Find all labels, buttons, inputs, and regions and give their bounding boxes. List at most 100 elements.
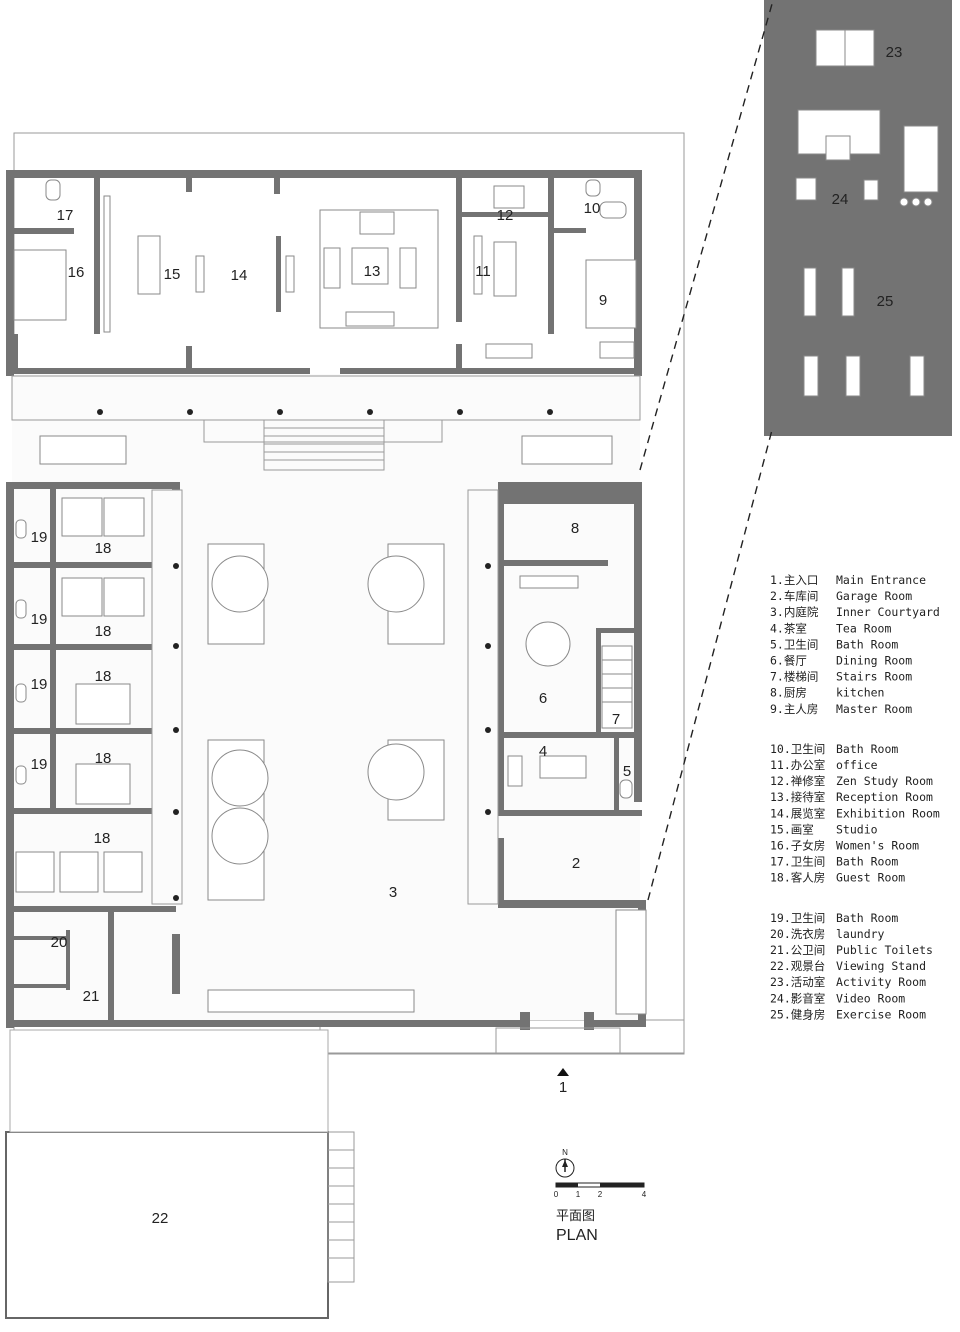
legend-item-14-en: Exhibition Room — [836, 806, 940, 820]
room-number-13: 13 — [364, 263, 381, 280]
legend-item-10-en: Bath Room — [836, 742, 898, 756]
room-number-2: 2 — [572, 855, 580, 872]
legend-item-19-en: Bath Room — [836, 911, 898, 925]
legend-item-1-cn: 1.主入口 — [770, 573, 818, 587]
room-number-11: 11 — [475, 263, 491, 280]
legend-item-14-cn: 14.展览室 — [770, 806, 825, 820]
legend-item-24-cn: 24.影音室 — [770, 991, 825, 1005]
room-number-10: 10 — [584, 200, 601, 217]
room-number-20: 20 — [51, 934, 68, 951]
legend-item-12-en: Zen Study Room — [836, 774, 933, 788]
legend-item-2-en: Garage Room — [836, 589, 912, 603]
legend-item-15-cn: 15.画室 — [770, 822, 814, 836]
legend-item-13-cn: 13.接待室 — [770, 790, 825, 804]
room-number-18a: 18 — [95, 540, 112, 557]
room-number-6: 6 — [539, 690, 547, 707]
legend-item-3-en: Inner Courtyard — [836, 605, 940, 619]
room-number-4: 4 — [539, 743, 547, 760]
room-number-15: 15 — [164, 266, 181, 283]
legend-item-24-en: Video Room — [836, 991, 905, 1005]
north-arrow-icon — [555, 1158, 575, 1178]
scale-bar — [555, 1182, 645, 1188]
room-number-19c: 19 — [31, 676, 48, 693]
room-number-19b: 19 — [31, 611, 48, 628]
plan-title-en: PLAN — [556, 1227, 598, 1244]
legend-item-7-cn: 7.楼梯间 — [770, 670, 818, 684]
room-number-22: 22 — [152, 1210, 169, 1227]
room-number-3: 3 — [389, 884, 397, 901]
room-numbers: 1 2 3 4 5 6 7 8 9 10 11 12 13 14 15 16 1… — [31, 44, 903, 1227]
inset-leader-upper — [639, 3, 773, 471]
courtyard-screen-wall — [172, 934, 180, 994]
southwest-walls — [14, 930, 70, 990]
legend-item-21-cn: 21.公卫间 — [770, 943, 825, 957]
north-wing-walls — [14, 178, 586, 368]
viewing-stand — [5, 1131, 329, 1319]
legend-item-7-en: Stairs Room — [836, 670, 912, 684]
legend-item-8-cn: 8.厨房 — [770, 686, 807, 700]
legend-item-2-cn: 2.车库间 — [770, 589, 818, 603]
legend-item-1-en: Main Entrance — [836, 573, 926, 587]
room-number-17: 17 — [57, 207, 74, 224]
viewing-stand-lawn — [9, 1029, 329, 1133]
north-label: N — [562, 1148, 568, 1157]
room-number-25: 25 — [877, 293, 894, 310]
east-wing-walls — [498, 482, 646, 908]
viewing-stand-stairs — [327, 1131, 355, 1283]
legend-item-22-en: Viewing Stand — [836, 959, 926, 973]
legend-item-18-en: Guest Room — [836, 871, 905, 885]
room-number-14: 14 — [231, 267, 248, 284]
room-number-7: 7 — [612, 711, 620, 728]
gallery-columns — [97, 409, 553, 415]
room-number-5: 5 — [623, 763, 631, 780]
legend-item-10-cn: 10.卫生间 — [770, 742, 825, 756]
legend-item-9-cn: 9.主人房 — [770, 702, 818, 716]
legend-item-17-cn: 17.卫生间 — [770, 855, 825, 869]
room-number-8: 8 — [571, 520, 579, 537]
main-entrance-step — [495, 1027, 621, 1055]
north-wing-furniture — [13, 179, 637, 359]
legend-item-4-cn: 4.茶室 — [770, 621, 807, 635]
room-number-9: 9 — [599, 292, 607, 309]
scale-tick-0: 0 — [554, 1190, 559, 1199]
legend-item-3-cn: 3.内庭院 — [770, 605, 819, 619]
legend-item-25-cn: 25.健身房 — [770, 1007, 825, 1021]
room-number-18e: 18 — [94, 830, 111, 847]
legend-item-8-en: kitchen — [836, 686, 884, 700]
garage-side-planters — [615, 909, 647, 1015]
legend-item-6-cn: 6.餐厅 — [770, 654, 807, 668]
legend-item-23-cn: 23.活动室 — [770, 975, 825, 989]
west-wing-furniture — [15, 497, 145, 893]
room-number-18c: 18 — [95, 668, 112, 685]
room-number-1: 1 — [559, 1079, 567, 1096]
room-number-24: 24 — [832, 191, 849, 208]
west-corridor-columns — [173, 563, 179, 901]
legend-item-17-en: Bath Room — [836, 855, 898, 869]
room-number-18d: 18 — [95, 750, 112, 767]
room-number-16: 16 — [68, 264, 85, 281]
legend-item-13-en: Reception Room — [836, 790, 933, 804]
west-corridor — [151, 489, 183, 905]
east-corridor — [467, 489, 499, 905]
east-wing-furniture — [507, 575, 633, 799]
legend-item-5-en: Bath Room — [836, 637, 898, 651]
room-number-21: 21 — [83, 988, 100, 1005]
upper-floor-furniture — [795, 29, 939, 397]
room-number-18b: 18 — [95, 623, 112, 640]
legend-item-9-en: Master Room — [836, 702, 912, 716]
room-number-19d: 19 — [31, 756, 48, 773]
legend-item-11-cn: 11.办公室 — [770, 758, 825, 772]
west-wing-walls — [6, 482, 180, 1020]
legend-item-5-cn: 5.卫生间 — [770, 637, 818, 651]
plan-title-cn: 平面图 — [556, 1209, 595, 1224]
planter-northeast — [521, 435, 613, 465]
scale-tick-4: 4 — [642, 1190, 647, 1199]
legend-item-20-en: laundry — [836, 927, 885, 941]
legend-item-4-en: Tea Room — [836, 621, 891, 635]
legend-item-18-cn: 18.客人房 — [770, 871, 825, 885]
scale-tick-2: 2 — [598, 1190, 603, 1199]
room-number-19a: 19 — [31, 529, 48, 546]
legend-item-22-cn: 22.观景台 — [770, 959, 825, 973]
legend-item-19-cn: 19.卫生间 — [770, 911, 825, 925]
